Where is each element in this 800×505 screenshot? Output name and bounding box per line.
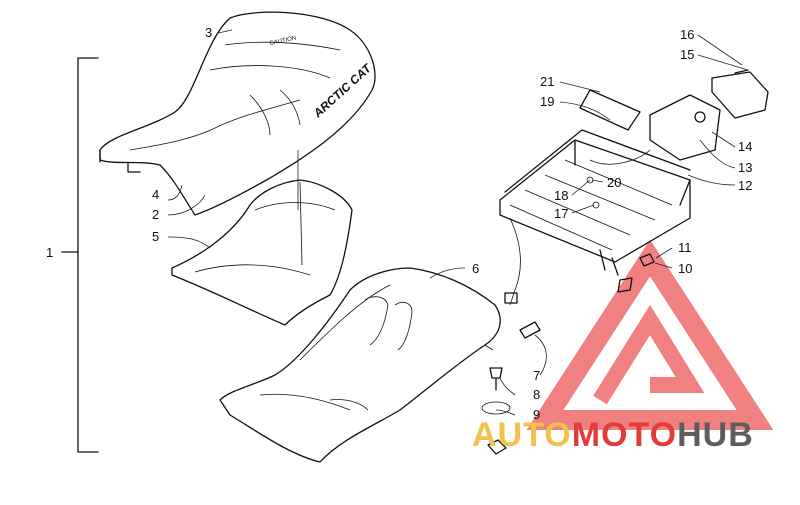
callout-10: 10 — [678, 261, 692, 276]
callout-2: 2 — [152, 207, 159, 222]
seat-caution-text: CAUTION — [269, 35, 297, 46]
callout-8: 8 — [533, 387, 540, 402]
watermark-text: AUTOMOTOHUB — [472, 416, 754, 455]
callout-14: 14 — [738, 139, 752, 154]
callout-4: 4 — [152, 187, 159, 202]
watermark-triangle-icon — [526, 239, 774, 430]
watermark-part-3: HUB — [677, 416, 754, 454]
callout-7: 7 — [533, 368, 540, 383]
taillight-assembly — [649, 69, 769, 161]
callout-3: 3 — [205, 25, 212, 40]
callout-6: 6 — [472, 261, 479, 276]
seat-base — [219, 267, 501, 463]
callout-20: 20 — [607, 175, 621, 190]
luggage-rack — [499, 129, 691, 306]
callout-21: 21 — [540, 74, 554, 89]
callout-15: 15 — [680, 47, 694, 62]
callout-12: 12 — [738, 178, 752, 193]
watermark-part-1: AUTO — [472, 416, 572, 454]
seat-assembly: ARCTIC CAT CAUTION — [99, 11, 376, 216]
leader-lines — [167, 29, 749, 416]
callout-17: 17 — [554, 206, 568, 221]
group-bracket — [61, 57, 99, 453]
callout-5: 5 — [152, 229, 159, 244]
watermark-part-2: MOTO — [571, 416, 678, 454]
seat-foam — [171, 179, 353, 326]
callout-labels: 1 2 3 4 5 6 7 8 9 10 11 12 13 14 15 16 1… — [46, 25, 752, 422]
callout-1: 1 — [46, 245, 53, 260]
seat-brand-text: ARCTIC CAT — [310, 60, 375, 121]
callout-18: 18 — [554, 188, 568, 203]
callout-16: 16 — [680, 27, 694, 42]
hardware-items — [481, 89, 655, 455]
callout-11: 11 — [678, 240, 692, 255]
callout-9: 9 — [533, 407, 540, 422]
callout-19: 19 — [540, 94, 554, 109]
callout-13: 13 — [738, 160, 752, 175]
